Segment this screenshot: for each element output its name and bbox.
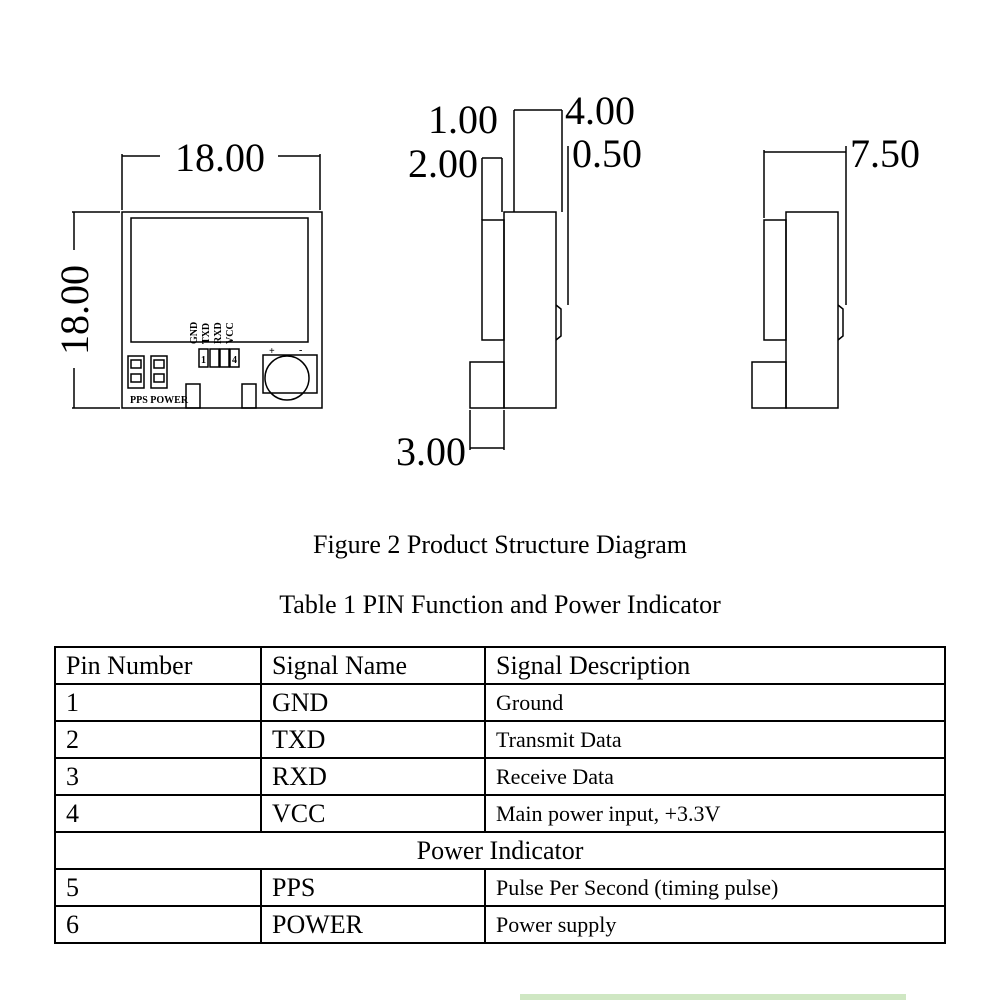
end-antenna: [763, 219, 787, 341]
bottom-decorative-strip: [520, 994, 906, 1000]
pin-label-gnd: GND: [189, 322, 200, 344]
description-cell: Transmit Data: [484, 720, 946, 759]
end-tab: [837, 304, 844, 341]
signal-cell: TXD: [260, 720, 486, 759]
description-cell: Receive Data: [484, 757, 946, 796]
table-header-row: Pin Number Signal Name Signal Descriptio…: [54, 646, 946, 685]
pin-cell: 6: [54, 905, 262, 944]
description-cell: Pulse Per Second (timing pulse): [484, 868, 946, 907]
side-dim-3-00: 3.00: [396, 429, 466, 474]
front-width-dimension: 18.00: [175, 135, 265, 180]
pin-cell: 4: [54, 794, 262, 833]
power-indicator-section: Power Indicator: [54, 831, 946, 870]
figure-caption: Figure 2 Product Structure Diagram: [312, 530, 688, 559]
signal-cell: VCC: [260, 794, 486, 833]
pin-cell: 1: [54, 683, 262, 722]
pin-label-vcc: VCC: [225, 322, 236, 344]
power-led: [150, 355, 168, 389]
antenna-area: [130, 217, 309, 343]
module-outline: [121, 211, 323, 409]
description-cell: Main power input, +3.3V: [484, 794, 946, 833]
pin-label-rxd: RXD: [213, 322, 224, 344]
product-structure-diagram: 18.00 18.00 GND TXD RXD VCC 1 4 PPS POWE…: [52, 88, 920, 474]
table-row: 2 TXD Transmit Data: [54, 720, 946, 759]
pin-cell: 2: [54, 720, 262, 759]
table-row: 1 GND Ground: [54, 683, 946, 722]
side-dim-0-50: 0.50: [572, 131, 642, 176]
table-caption: Table 1 PIN Function and Power Indicator: [279, 590, 721, 619]
led-labels: PPS POWER: [130, 395, 189, 406]
side-antenna: [481, 219, 505, 341]
pin-number-first: 1: [201, 355, 206, 366]
table-row: 5 PPS Pulse Per Second (timing pulse): [54, 868, 946, 907]
signal-cell: PPS: [260, 868, 486, 907]
header-signal-description: Signal Description: [484, 646, 946, 685]
end-dim-7-50: 7.50: [850, 131, 920, 176]
side-dim-1-00: 1.00: [428, 97, 498, 142]
pin-pad-4: [229, 348, 240, 368]
pin-pad-1: [198, 348, 209, 368]
pin-pad-3: [219, 348, 230, 368]
side-view: [469, 109, 569, 450]
pin-function-table: Pin Number Signal Name Signal Descriptio…: [54, 646, 946, 944]
front-height-dimension: 18.00: [52, 265, 97, 355]
table-row: 3 RXD Receive Data: [54, 757, 946, 796]
table-row: 4 VCC Main power input, +3.3V: [54, 794, 946, 833]
description-cell: Power supply: [484, 905, 946, 944]
pps-led: [127, 355, 145, 389]
pin-pad-2: [209, 348, 220, 368]
front-view: [72, 154, 323, 409]
pin-number-last: 4: [232, 355, 237, 366]
header-signal-name: Signal Name: [260, 646, 486, 685]
signal-cell: GND: [260, 683, 486, 722]
backup-battery: [264, 355, 310, 401]
header-pin-number: Pin Number: [54, 646, 262, 685]
battery-footprint: [262, 354, 318, 394]
pin-cell: 5: [54, 868, 262, 907]
side-bottom-block: [469, 361, 505, 409]
end-main-body: [785, 211, 839, 409]
side-main-body: [503, 211, 557, 409]
battery-plus: +: [269, 346, 275, 357]
table-row: 6 POWER Power supply: [54, 905, 946, 944]
pin-cell: 3: [54, 757, 262, 796]
pin-label-txd: TXD: [201, 323, 212, 344]
battery-minus: -: [299, 345, 302, 356]
signal-cell: POWER: [260, 905, 486, 944]
table-section-row: Power Indicator: [54, 831, 946, 870]
signal-cell: RXD: [260, 757, 486, 796]
side-dim-2-00: 2.00: [408, 141, 478, 186]
side-dim-4-00: 4.00: [565, 88, 635, 133]
side-tab: [555, 304, 562, 341]
end-view: [751, 146, 847, 409]
end-bottom-block: [751, 361, 787, 409]
description-cell: Ground: [484, 683, 946, 722]
